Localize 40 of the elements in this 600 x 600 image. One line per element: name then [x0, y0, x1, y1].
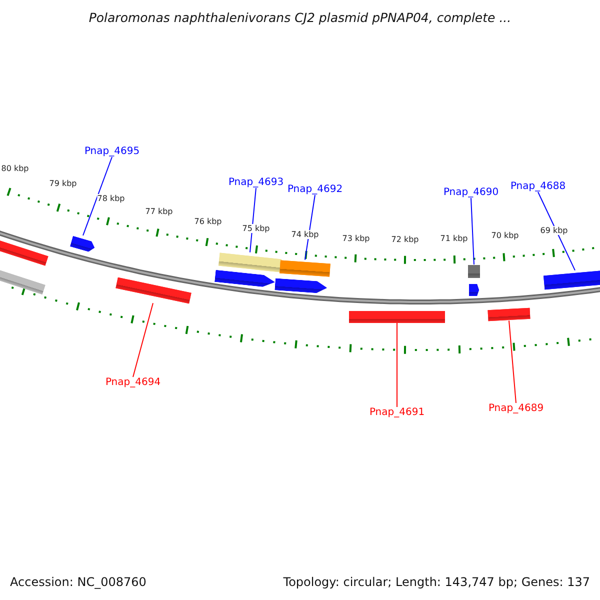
scale-label: 74 kbp	[291, 230, 319, 239]
gene-bar	[274, 278, 328, 294]
scale-label: 79 kbp	[49, 179, 77, 188]
gene-label: Pnap_4690	[443, 187, 499, 198]
gene-bar	[280, 260, 330, 276]
gene-label: Pnap_4695	[84, 146, 140, 157]
gene-bar	[469, 284, 479, 296]
scale-label: 80 kbp	[1, 164, 29, 173]
scale-label: 78 kbp	[97, 194, 125, 203]
gene-label: Pnap_4693	[228, 177, 284, 188]
gene-label: Pnap_4692	[287, 184, 343, 195]
leader-line	[470, 198, 474, 265]
gene-bar	[488, 307, 530, 321]
gene-bar	[349, 311, 445, 323]
leader-line	[396, 322, 398, 408]
leader-line	[538, 192, 576, 271]
gene-label: Pnap_4691	[369, 407, 425, 418]
gene-bar	[468, 264, 480, 278]
gene-label: Pnap_4688	[510, 181, 566, 192]
title: Polaromonas naphthalenivorans CJ2 plasmid pPNAP04, complete ...	[88, 10, 512, 25]
scale-label: 71 kbp	[440, 234, 468, 243]
scale-label: 72 kbp	[391, 235, 419, 244]
leader-line	[508, 320, 516, 404]
leader-line	[82, 156, 112, 236]
gene-bar	[214, 270, 276, 288]
scale-label: 77 kbp	[145, 207, 173, 216]
genome-summary: Topology: circular; Length: 143,747 bp; Genes: 137	[283, 575, 590, 589]
scale-label: 75 kbp	[242, 224, 270, 233]
gene-label: Pnap_4694	[105, 377, 161, 388]
leader-line	[304, 194, 316, 260]
scale-label: 69 kbp	[540, 226, 568, 235]
leader-line	[250, 188, 256, 253]
scale-label: 73 kbp	[342, 234, 370, 243]
leader-line	[132, 302, 154, 378]
gene-label: Pnap_4689	[488, 403, 544, 414]
gene-bar	[544, 270, 600, 290]
accession-label: Accession: NC_008760	[10, 575, 146, 589]
gene-bar	[218, 252, 282, 272]
scale-label: 70 kbp	[491, 231, 519, 240]
scale-label: 76 kbp	[194, 217, 222, 226]
